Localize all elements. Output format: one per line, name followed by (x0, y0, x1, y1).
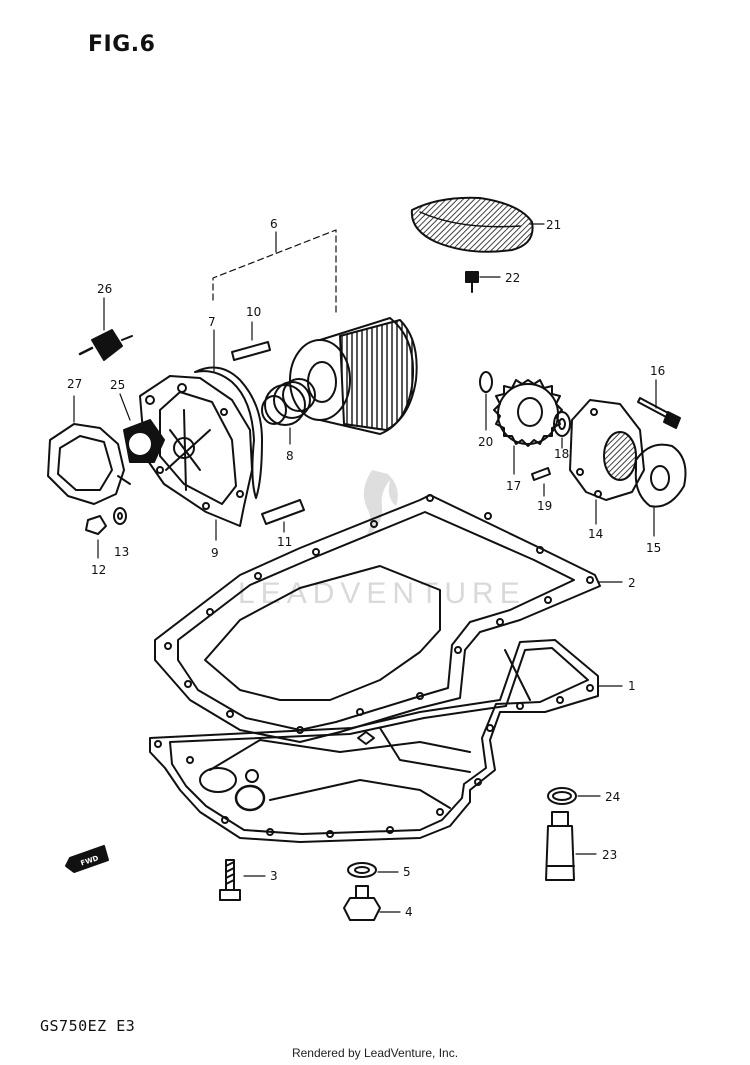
pressure-switch (545, 811, 597, 881)
callout-20: 20 (478, 435, 493, 449)
callout-21: 21 (546, 218, 561, 232)
watermark-text: LEADVENTURE (238, 577, 526, 610)
callout-4: 4 (405, 905, 413, 919)
pin-11 (261, 499, 305, 533)
drain-gasket (347, 862, 399, 878)
pin-19 (531, 467, 551, 497)
callout-15: 15 (646, 541, 661, 555)
callout-8: 8 (286, 449, 294, 463)
callout-10: 10 (246, 305, 261, 319)
callout-7: 7 (208, 315, 216, 329)
callout-labels: 1 2 3 4 5 6 7 8 9 10 11 12 13 14 15 16 1… (67, 217, 665, 919)
callout-11: 11 (277, 535, 292, 549)
switch-25 (119, 393, 165, 463)
callout-27: 27 (67, 377, 82, 391)
filter-spring (261, 378, 316, 445)
o-ring-24 (547, 787, 601, 805)
oil-filter-cover (139, 375, 253, 541)
figure-title: FIG.6 (88, 32, 156, 57)
callout-16: 16 (650, 364, 665, 378)
callout-18: 18 (554, 447, 569, 461)
sender-26 (78, 297, 133, 361)
callout-13: 13 (114, 545, 129, 559)
forward-arrow-icon (65, 845, 109, 873)
pump-gear-17 (493, 379, 563, 475)
credit-footer: Rendered by LeadVenture, Inc. (291, 1046, 459, 1060)
callout-9: 9 (211, 546, 219, 560)
callout-1: 1 (628, 679, 636, 693)
oil-filter-element (289, 317, 418, 435)
switch-cover-27 (47, 395, 131, 505)
oil-pan-gasket (154, 494, 601, 743)
callout-17: 17 (506, 479, 521, 493)
pan-bolt (219, 859, 266, 901)
pin-10 (231, 321, 271, 361)
washer-18 (553, 411, 571, 449)
screw-22 (465, 271, 501, 293)
callout-22: 22 (505, 271, 520, 285)
callout-3: 3 (270, 869, 278, 883)
filter-assembly-bracket (212, 229, 337, 315)
pump-gasket-15 (634, 443, 687, 537)
drain-plug (343, 885, 401, 921)
callout-19: 19 (537, 499, 552, 513)
callout-5: 5 (403, 865, 411, 879)
callout-12: 12 (91, 563, 106, 577)
callout-23: 23 (602, 848, 617, 862)
nut-12 (85, 515, 107, 559)
cover-21 (410, 196, 545, 253)
washer-13 (113, 507, 127, 525)
callout-14: 14 (588, 527, 603, 541)
oil-pan (149, 639, 599, 843)
callout-24: 24 (605, 790, 620, 804)
model-code: GS750EZ E3 (40, 1017, 136, 1035)
callout-25: 25 (110, 378, 125, 392)
cover-o-ring (194, 329, 263, 499)
callout-26: 26 (97, 282, 112, 296)
circlip-20 (479, 371, 493, 431)
callout-6: 6 (270, 217, 278, 231)
oil-pump-14 (569, 399, 645, 525)
callout-2: 2 (628, 576, 636, 590)
pump-bolt-16 (637, 379, 681, 429)
